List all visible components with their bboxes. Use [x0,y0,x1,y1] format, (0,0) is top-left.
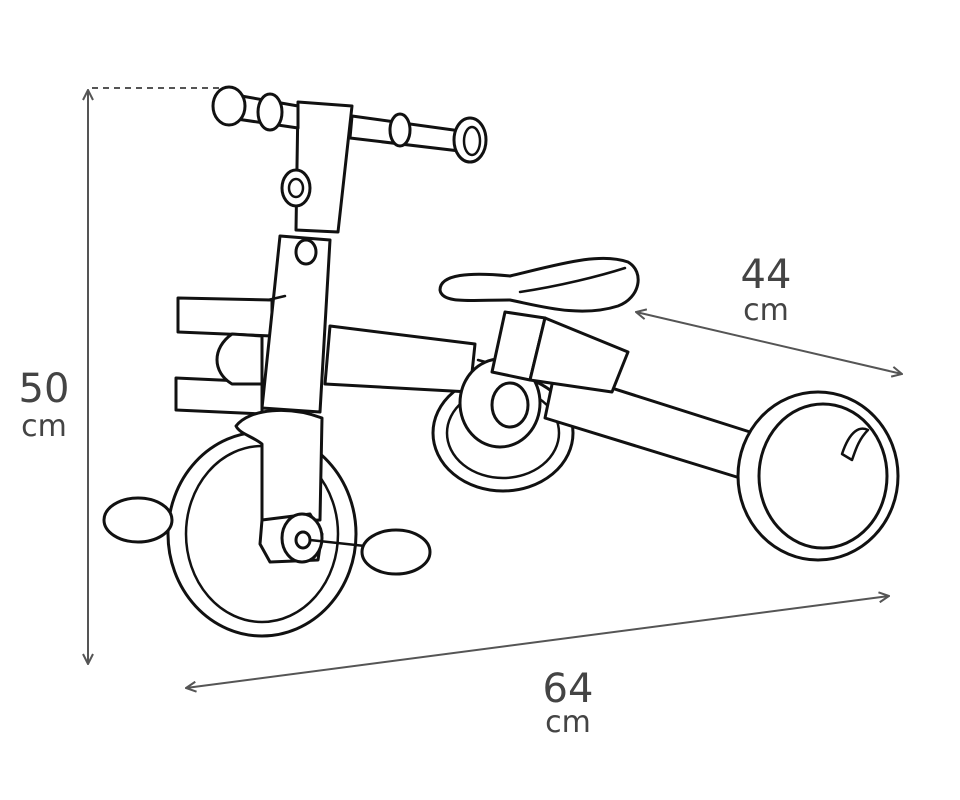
rear-hub [458,357,542,449]
handlebar-stem [280,100,354,234]
seat-depth-unit: cm [743,293,789,328]
seat-depth-value: 44 [741,252,792,298]
length-value: 64 [543,666,594,712]
handlebar [211,85,488,164]
length-unit: cm [545,705,591,740]
tricycle-illustration [102,85,900,638]
front-hub [258,512,367,564]
pedal-right [360,528,432,576]
frame [323,324,752,480]
seat-post [490,310,630,394]
height-dimension: 50 cm [19,87,232,664]
front-basket [174,296,274,416]
seat-depth-dimension: 44 cm [636,252,902,374]
pedal-left [102,496,174,544]
height-value: 50 [19,366,70,412]
seat [438,256,640,313]
height-unit: cm [21,409,67,444]
length-dimension: 64 cm [186,596,889,740]
fork [234,234,332,524]
rear-right-wheel [736,390,900,562]
